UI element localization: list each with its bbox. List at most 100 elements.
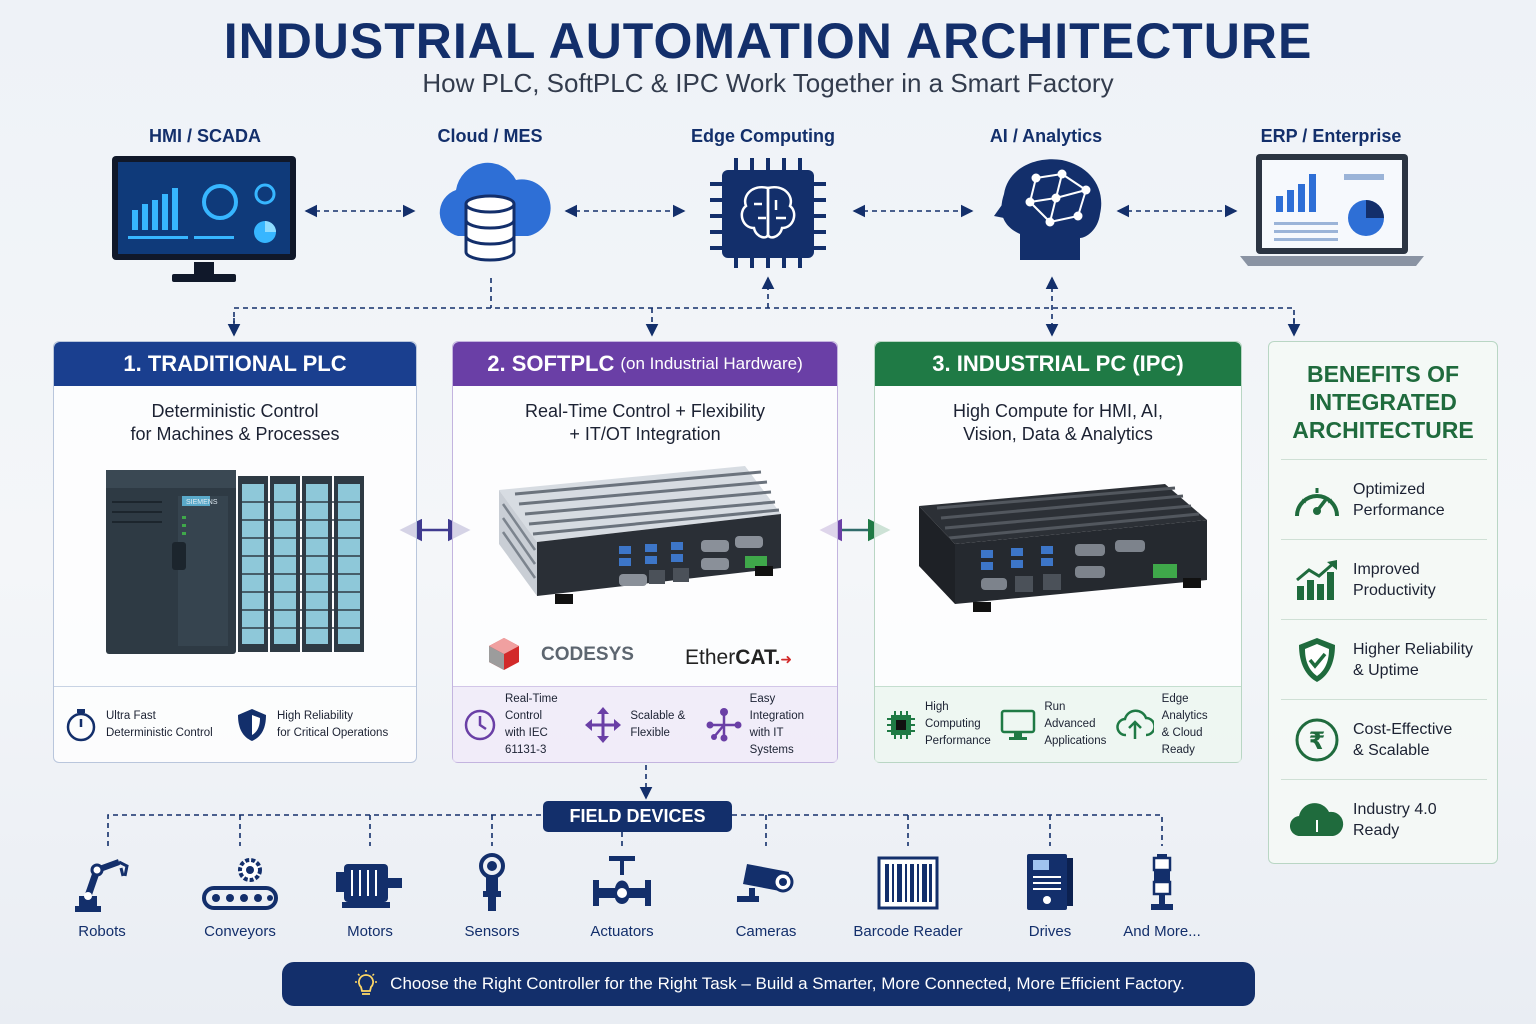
benefit-4-line-1: Cost-Effective: [1353, 720, 1453, 738]
device-and-more: And More...: [1097, 852, 1227, 940]
benefit-5-line-2: Ready: [1353, 822, 1400, 839]
benefit-2-line-2: Productivity: [1353, 581, 1436, 599]
monitor-icon: [1001, 709, 1036, 740]
device-motors: Motors: [305, 852, 435, 940]
page-subtitle: How PLC, SoftPLC & IPC Work Together in …: [422, 68, 1114, 98]
codesys-logo-text: CODESYS: [541, 644, 634, 665]
ipc-feature-2-line-1: Run Advanced: [1044, 701, 1096, 730]
cloud-upload-icon: [1115, 709, 1154, 739]
ipc-feature-3-line-1: Edge Analytics: [1161, 692, 1208, 722]
rupee-icon: ₹: [1295, 718, 1339, 761]
shield-check-icon: [1299, 637, 1335, 682]
softplc-feature-1-line-2: with IEC 61131-3: [505, 726, 548, 756]
monitor-dashboard-icon: [112, 156, 296, 282]
top-node-label-hmi: HMI / SCADA: [149, 126, 261, 146]
softplc-feature-2-line-1: Scalable &: [630, 709, 686, 722]
camera-icon: [737, 864, 794, 902]
tower-light-icon: [1151, 854, 1173, 910]
codesys-logo-icon: [489, 638, 519, 670]
benefits-title-line-2: INTEGRATED: [1309, 389, 1457, 415]
footer-text: Choose the Right Controller for the Righ…: [390, 974, 1185, 993]
sensor-icon: [479, 853, 505, 911]
device-drives: Drives: [985, 852, 1115, 940]
valve-icon: [593, 856, 651, 906]
softplc-feature-1: Real-Time Control with IEC 61131-3: [463, 691, 584, 759]
ipc-feature-2-line-2: Applications: [1044, 735, 1107, 747]
device-barcode-reader-label: Barcode Reader: [853, 923, 963, 940]
benefit-3-line-2: & Uptime: [1353, 661, 1419, 679]
svg-text:₹: ₹: [1309, 727, 1326, 755]
benefit-1-line-2: Performance: [1353, 501, 1445, 519]
device-actuators: Actuators: [557, 852, 687, 940]
ai-head-icon: [994, 159, 1102, 260]
device-conveyors-label: Conveyors: [204, 923, 276, 940]
benefits-title: BENEFITS OF INTEGRATED ARCHITECTURE: [1269, 360, 1497, 444]
plc-panel: 1. TRADITIONAL PLC Deterministic Control…: [53, 341, 417, 763]
conveyor-icon: [202, 858, 278, 910]
drive-icon: [1027, 854, 1073, 910]
softplc-feature-2: Scalable &Flexible: [584, 706, 705, 744]
plc-feature-2: High Reliability for Critical Operations: [235, 707, 406, 743]
device-sensors-label: Sensors: [464, 923, 520, 940]
device-conveyors: Conveyors: [175, 852, 305, 940]
device-robots-label: Robots: [78, 923, 126, 940]
plc-feature-2-line-2: for Critical Operations: [277, 726, 389, 739]
top-node-label-ai: AI / Analytics: [989, 126, 1103, 146]
footer-banner: Choose the Right Controller for the Righ…: [282, 962, 1255, 1006]
ipc-feature-3: Edge Analytics& Cloud Ready: [1115, 691, 1231, 759]
ethercat-logo-ether: Ether: [685, 646, 736, 669]
softplc-desc-line-2: + IT/OT Integration: [569, 424, 721, 444]
device-barcode-reader: Barcode Reader: [843, 852, 973, 940]
softplc-feature-3-line-1: Easy Integration: [749, 692, 805, 722]
field-devices-tag: FIELD DEVICES: [543, 801, 732, 832]
ipc-hardware-icon: [919, 484, 1207, 612]
device-cameras-label: Cameras: [735, 923, 797, 940]
softplc-feature-bar: Real-Time Control with IEC 61131-3 Scalab…: [453, 686, 837, 762]
gauge-icon: [1295, 487, 1339, 516]
plc-feature-2-line-1: High Reliability: [277, 709, 354, 722]
softplc-desc-line-1: Real-Time Control + Flexibility: [525, 401, 765, 421]
shield-icon: [238, 708, 266, 741]
top-node-label-cloud: Cloud / MES: [437, 126, 543, 146]
softplc-panel: 2. SOFTPLC (on Industrial Hardware) Real…: [452, 341, 838, 763]
softplc-desc: Real-Time Control + Flexibility + IT/OT …: [453, 400, 837, 446]
page-title: INDUSTRIAL AUTOMATION ARCHITECTURE: [223, 13, 1313, 69]
device-cameras: Cameras: [701, 852, 831, 940]
softplc-ipc-hardware-icon: [499, 466, 781, 604]
benefit-item-3: Higher Reliability & Uptime: [1281, 620, 1487, 700]
device-motors-label: Motors: [347, 923, 393, 940]
ipc-panel-title: 3. INDUSTRIAL PC (IPC): [875, 342, 1241, 386]
softplc-title-suffix: (on Industrial Hardware): [620, 354, 803, 373]
plc-rack-icon: SIEMENS: [106, 470, 364, 654]
ethercat-arrow-icon: ➜: [780, 651, 793, 667]
benefit-2-line-1: Improved: [1353, 560, 1420, 578]
device-actuators-label: Actuators: [590, 923, 654, 940]
ipc-desc-line-2: Vision, Data & Analytics: [963, 424, 1153, 444]
cpu-icon: [887, 710, 915, 739]
cloud-icon: [1289, 803, 1344, 837]
plc-panel-title: 1. TRADITIONAL PLC: [54, 342, 416, 386]
benefit-5-line-1: Industry 4.0: [1353, 801, 1437, 818]
motor-icon: [336, 864, 402, 908]
softplc-feature-1-line-1: Real-Time Control: [505, 692, 558, 722]
device-and-more-label: And More...: [1123, 923, 1201, 940]
benefits-title-line-3: ARCHITECTURE: [1292, 417, 1474, 443]
softplc-title-main: 2. SOFTPLC: [487, 351, 615, 376]
clock-icon: [464, 709, 496, 740]
top-node-label-erp: ERP / Enterprise: [1260, 126, 1402, 146]
ethercat-logo-cat: CAT.: [735, 646, 781, 669]
benefit-3-line-1: Higher Reliability: [1353, 640, 1474, 658]
benefit-1-line-1: Optimized: [1353, 480, 1426, 498]
ethercat-logo: EtherCAT.➜: [685, 646, 792, 670]
plc-desc-line-2: for Machines & Processes: [130, 424, 340, 444]
cloud-database-icon: [439, 162, 551, 262]
plc-desc-line-1: Deterministic Control: [151, 401, 319, 421]
